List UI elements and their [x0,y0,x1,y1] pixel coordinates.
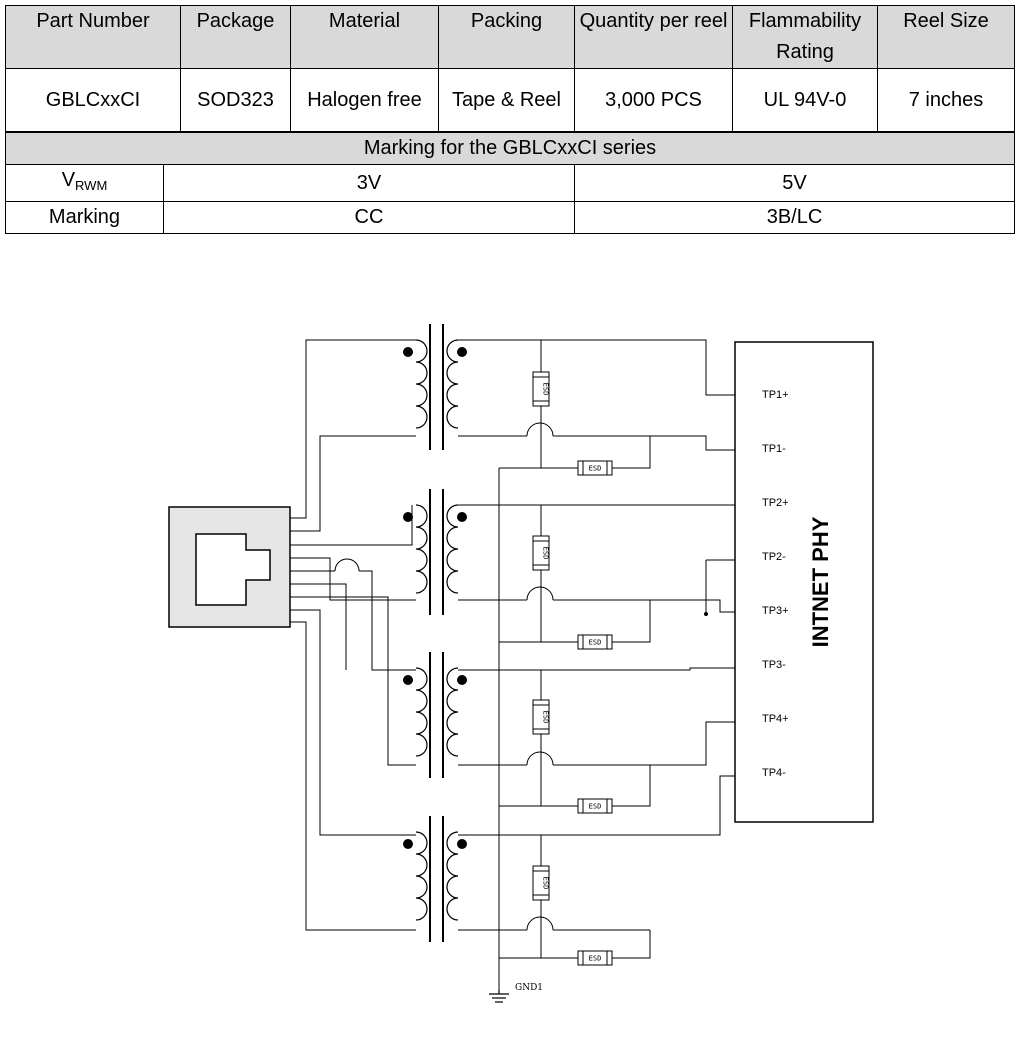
svg-text:ESD: ESD [542,711,550,724]
esd-diode-horizontal: ESD [568,634,613,650]
pin-labels: TP1+ TP1- TP2+ TP2- TP3+ TP3- TP4+ TP4- [762,389,789,779]
svg-text:ESD: ESD [589,803,602,811]
pin-tp3-plus: TP3+ [762,605,789,617]
svg-text:ESD: ESD [589,639,602,647]
spec-data-row: GBLCxxCI SOD323 Halogen free Tape & Reel… [5,68,1015,132]
esd-diode-vertical: ESD [532,535,550,571]
transformer-icon [403,489,467,615]
marking-title: Marking for the GBLCxxCI series [4,132,1016,165]
pin-tp2-plus: TP2+ [762,497,789,509]
esd-diode-horizontal: ESD [568,460,613,476]
header-part-number: Part Number [5,5,181,69]
svg-text:ESD: ESD [542,547,550,560]
phy-label: INTNET PHY [808,516,833,647]
esd-devices: ESD ESD ESD ESD ESD ESD ESD ESD [532,371,613,966]
svg-text:ESD: ESD [589,955,602,963]
marking-label: Marking [5,201,164,234]
pin-tp4-minus: TP4- [762,767,786,779]
cell-material: Halogen free [290,68,439,132]
header-reel-size: Reel Size [877,5,1015,69]
header-packing: Packing [438,5,575,69]
cell-quantity: 3,000 PCS [574,68,733,132]
transformer-icon [403,652,467,778]
cell-package: SOD323 [180,68,291,132]
cell-flammability: UL 94V-0 [732,68,878,132]
esd-diode-horizontal: ESD [568,798,613,814]
header-quantity: Quantity per reel [574,5,733,69]
spec-header-row: Part Number Package Material Packing Qua… [5,5,1015,69]
svg-text:ESD: ESD [542,383,550,396]
transformer-icon [403,324,467,450]
cell-packing: Tape & Reel [438,68,575,132]
marking-value-3b: 3B/LC [573,201,1016,234]
pin-tp2-minus: TP2- [762,551,786,563]
svg-text:ESD: ESD [542,877,550,890]
esd-diode-vertical: ESD [532,865,550,901]
marking-row: Marking CC 3B/LC [5,201,1016,234]
pin-tp1-plus: TP1+ [762,389,789,401]
pin-tp1-minus: TP1- [762,443,786,455]
transformers [403,324,467,942]
rj45-connector-icon [168,506,291,628]
esd-diode-vertical: ESD [532,371,550,407]
spec-table: Part Number Package Material Packing Qua… [5,5,1015,132]
header-flammability: Flammability Rating [732,5,878,69]
vrwm-value-3v: 3V [163,164,575,202]
esd-diode-vertical: ESD [532,699,550,735]
vrwm-value-5v: 5V [573,164,1016,202]
gnd-label: GND1 [515,983,543,993]
ground-icon [489,990,509,1003]
marking-title-row: Marking for the GBLCxxCI series [4,132,1016,165]
cell-part-number: GBLCxxCI [5,68,181,132]
wiring [290,339,735,990]
phy-chip: INTNET PHY [734,341,874,823]
vrwm-label: VRWM [5,164,164,202]
esd-diode-horizontal: ESD [568,950,613,966]
marking-value-cc: CC [163,201,575,234]
vrwm-row: VRWM 3V 5V [5,164,1016,202]
pin-tp4-plus: TP4+ [762,713,789,725]
junction-dot [704,612,708,616]
transformer-icon [403,816,467,942]
cell-reel-size: 7 inches [877,68,1015,132]
marking-table: Marking for the GBLCxxCI series VRWM 3V … [4,132,1016,234]
svg-text:ESD: ESD [589,465,602,473]
pin-tp3-minus: TP3- [762,659,786,671]
